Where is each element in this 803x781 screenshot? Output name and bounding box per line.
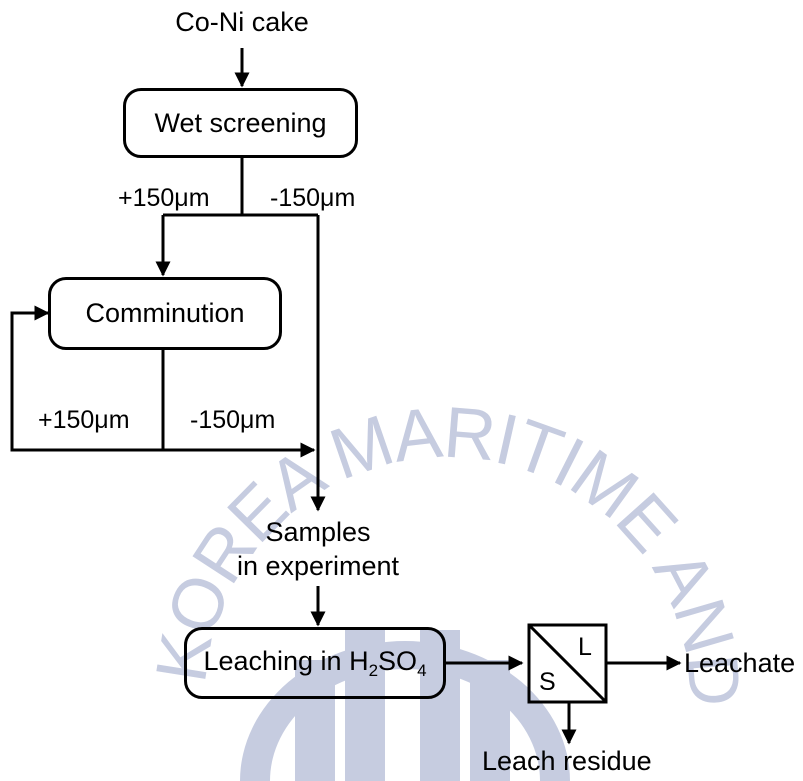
screening-undersize-label: -150μm [270,184,356,212]
samples-line1: Samples [265,517,371,547]
leaching-label: Leaching in H2SO4 [203,646,426,681]
leaching-box: Leaching in H2SO4 [184,627,446,699]
samples-line2: in experiment [236,550,400,581]
comminution-undersize-label: -150μm [190,406,276,434]
samples-label: Samples in experiment [218,516,418,584]
leachate-label: Leachate [684,648,796,678]
leach-residue-label: Leach residue [482,746,652,776]
feed-label: Co-Ni cake [175,7,309,37]
leaching-prefix: Leaching in H [203,645,369,676]
screening-oversize-label: +150μm [118,184,210,212]
wet-screening-box: Wet screening [123,88,358,158]
comminution-oversize-label: +150μm [38,406,130,434]
comminution-box: Comminution [48,277,282,350]
arrow-recycle-loop [10,305,163,452]
wet-screening-label: Wet screening [154,107,327,138]
leaching-subscript-2: 2 [368,660,379,680]
separator-diagonal [527,623,608,704]
leaching-so: SO [378,645,418,676]
separator-liquid-label: L [578,633,592,661]
comminution-label: Comminution [85,298,245,328]
solid-liquid-separator [527,623,608,704]
leaching-subscript-4: 4 [417,660,427,680]
separator-solid-label: S [539,668,556,696]
